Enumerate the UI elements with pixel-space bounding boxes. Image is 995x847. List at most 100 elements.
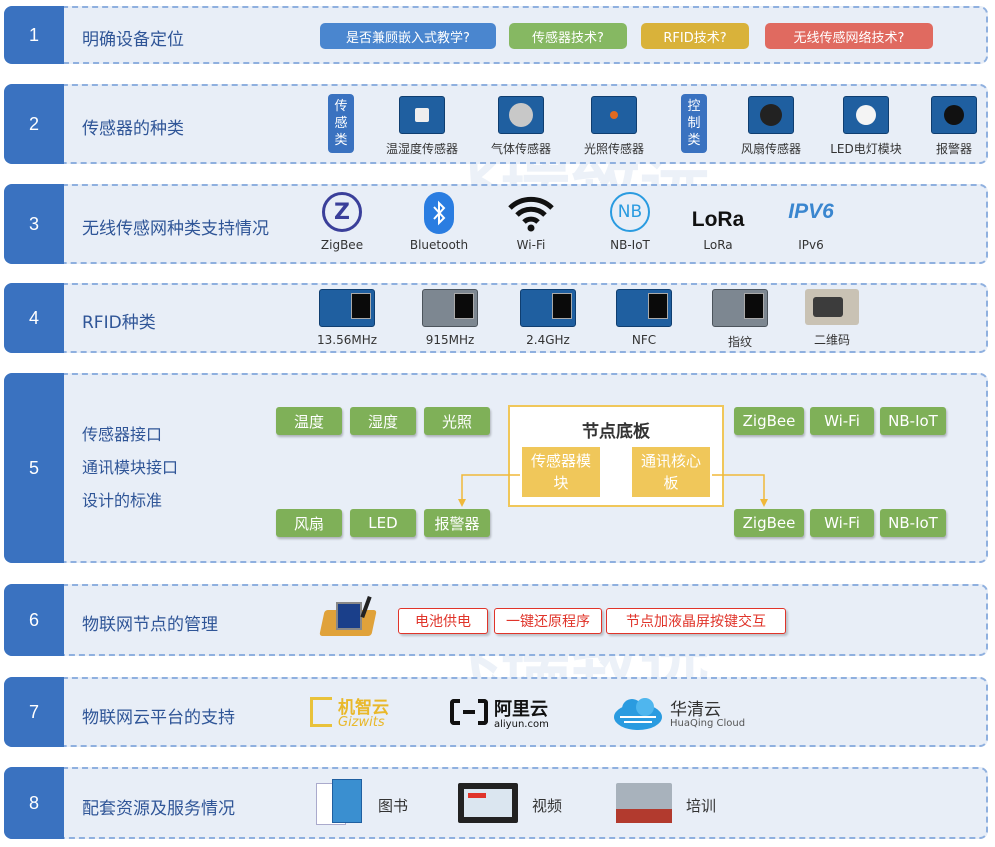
row-title-line-3: 设计的标准 bbox=[82, 491, 163, 510]
feature-battery: 电池供电 bbox=[398, 608, 488, 634]
temp-humidity-board-image bbox=[399, 96, 445, 134]
row-title-line-1: 传感器接口 bbox=[82, 425, 163, 444]
protocol-label: ZigBee bbox=[320, 238, 364, 252]
row-2: 2 传感器的种类 传感类 温湿度传感器 气体传感器 光照传感器 控制类 风扇传感… bbox=[4, 84, 988, 164]
row-4: 4 RFID种类 13.56MHz 915MHz 2.4GHz NFC 指纹 二… bbox=[4, 283, 988, 353]
control-label: 报警器 bbox=[935, 142, 972, 156]
tag-control: 控制类 bbox=[681, 94, 707, 153]
light-board-image bbox=[591, 96, 637, 134]
control-led: LED电灯模块 bbox=[820, 96, 912, 157]
control-alarm: 报警器 bbox=[922, 96, 986, 157]
sensor-label: 光照传感器 bbox=[583, 142, 644, 156]
row-number: 8 bbox=[4, 767, 64, 839]
protocol-zigbee: Z ZigBee bbox=[312, 192, 372, 252]
protocol-label: Bluetooth bbox=[409, 238, 469, 252]
gizwits-en: Gizwits bbox=[338, 715, 385, 730]
pill-rfid: RFID技术? bbox=[641, 23, 749, 49]
book-image bbox=[312, 779, 362, 827]
fan-board-image bbox=[748, 96, 794, 134]
tag-sense-label: 传感类 bbox=[334, 99, 348, 148]
feature-one-key-restore: 一键还原程序 bbox=[494, 608, 602, 634]
nbiot-icon: NB bbox=[610, 192, 650, 232]
sensor-light: 光照传感器 bbox=[572, 96, 656, 157]
sensor-temp-humidity: 温湿度传感器 bbox=[376, 96, 468, 157]
protocol-nbiot: NB NB-IoT bbox=[598, 192, 662, 252]
huaqing-en: HuaQing Cloud bbox=[670, 718, 746, 729]
comm-nbiot-bottom: NB-IoT bbox=[880, 509, 946, 537]
comm-nbiot-top: NB-IoT bbox=[880, 407, 946, 435]
pill-sensor: 传感器技术? bbox=[509, 23, 627, 49]
pill-wsn: 无线传感网络技术? bbox=[765, 23, 933, 49]
protocol-label: Wi-Fi bbox=[516, 238, 546, 252]
protocol-ipv6: IPV6 IPv6 bbox=[778, 192, 844, 252]
sensor-label: 气体传感器 bbox=[490, 142, 551, 156]
row-number: 7 bbox=[4, 677, 64, 747]
rfid-label: 2.4GHz bbox=[526, 333, 570, 347]
resource-training-label: 培训 bbox=[686, 797, 717, 815]
gizwits-icon bbox=[310, 697, 332, 727]
pill-embedded: 是否兼顾嵌入式教学? bbox=[320, 23, 496, 49]
qrcode-scanner-image bbox=[805, 289, 859, 325]
led-board-image bbox=[843, 96, 889, 134]
protocol-bluetooth: Bluetooth bbox=[404, 192, 474, 252]
rfid-fingerprint: 指纹 bbox=[704, 289, 776, 350]
control-led: LED bbox=[350, 509, 416, 537]
row-5: 5 传感器接口 通讯模块接口 设计的标准 温度 湿度 光照 风扇 LED 报警器… bbox=[4, 373, 988, 563]
row-7: 7 物联网云平台的支持 机智云 Gizwits 阿里云 aliyun.com 华… bbox=[4, 677, 988, 747]
huaqing-cn: 华清云 bbox=[670, 700, 721, 720]
row-title: 配套资源及服务情况 bbox=[82, 799, 235, 819]
sensor-label: 温湿度传感器 bbox=[385, 142, 458, 156]
row-title: 物联网云平台的支持 bbox=[82, 708, 235, 728]
rfid-board-image bbox=[712, 289, 768, 327]
comm-core-label: 通讯核心板 bbox=[640, 452, 701, 492]
video-image bbox=[458, 783, 518, 823]
sensor-humidity: 湿度 bbox=[350, 407, 416, 435]
gizwits-logo: 机智云 Gizwits bbox=[310, 693, 400, 733]
row-title: 明确设备定位 bbox=[82, 30, 184, 50]
lora-icon: LoRa bbox=[691, 208, 745, 231]
comm-core-box: 通讯核心板 bbox=[632, 447, 710, 497]
rfid-board-image bbox=[520, 289, 576, 327]
huaqing-logo: 华清云 HuaQing Cloud bbox=[612, 693, 752, 733]
aliyun-cn: 阿里云 bbox=[494, 699, 548, 720]
comm-wifi-bottom: Wi-Fi bbox=[810, 509, 874, 537]
row-title: 物联网节点的管理 bbox=[82, 615, 218, 635]
zigbee-icon: Z bbox=[322, 192, 362, 232]
aliyun-en: aliyun.com bbox=[494, 719, 549, 730]
protocol-lora: LoRa LoRa bbox=[682, 192, 754, 252]
control-fan: 风扇传感器 bbox=[729, 96, 813, 157]
rfid-label: 13.56MHz bbox=[316, 333, 378, 347]
rfid-board-image bbox=[319, 289, 375, 327]
control-label: LED电灯模块 bbox=[830, 142, 902, 156]
row-6: 6 物联网节点的管理 电池供电 一键还原程序 节点加液晶屏按键交互 bbox=[4, 584, 988, 656]
row-number: 1 bbox=[4, 6, 64, 64]
wifi-icon bbox=[508, 196, 554, 232]
protocol-wifi: Wi-Fi bbox=[501, 192, 561, 252]
ipv6-icon: IPV6 bbox=[788, 200, 834, 223]
rfid-13-56mhz: 13.56MHz bbox=[311, 289, 383, 347]
rfid-board-image bbox=[422, 289, 478, 327]
bluetooth-icon bbox=[424, 192, 454, 234]
rfid-label: NFC bbox=[631, 333, 657, 347]
rfid-915mhz: 915MHz bbox=[414, 289, 486, 347]
tag-control-label: 控制类 bbox=[687, 99, 701, 148]
row-3: 3 无线传感网种类支持情况 Z ZigBee Bluetooth Wi-Fi N… bbox=[4, 184, 988, 264]
row-number: 6 bbox=[4, 584, 64, 656]
protocol-label: NB-IoT bbox=[610, 238, 650, 252]
sensor-gas: 气体传感器 bbox=[479, 96, 563, 157]
feature-lcd-keys: 节点加液晶屏按键交互 bbox=[606, 608, 786, 634]
row-1: 1 明确设备定位 是否兼顾嵌入式教学? 传感器技术? RFID技术? 无线传感网… bbox=[4, 6, 988, 64]
rfid-board-image bbox=[616, 289, 672, 327]
row-8: 8 配套资源及服务情况 图书 视频 培训 bbox=[4, 767, 988, 839]
sensor-light: 光照 bbox=[424, 407, 490, 435]
gas-board-image bbox=[498, 96, 544, 134]
control-alarm: 报警器 bbox=[424, 509, 490, 537]
aliyun-logo: 阿里云 aliyun.com bbox=[450, 693, 570, 733]
comm-zigbee-top: ZigBee bbox=[734, 407, 804, 435]
row-number: 5 bbox=[4, 373, 64, 563]
node-baseboard: 节点底板 传感器模块 通讯核心板 bbox=[508, 405, 724, 507]
protocol-label: IPv6 bbox=[798, 238, 824, 252]
resource-video-label: 视频 bbox=[532, 797, 563, 815]
row-title: 传感器的种类 bbox=[82, 119, 184, 139]
row-number: 4 bbox=[4, 283, 64, 353]
